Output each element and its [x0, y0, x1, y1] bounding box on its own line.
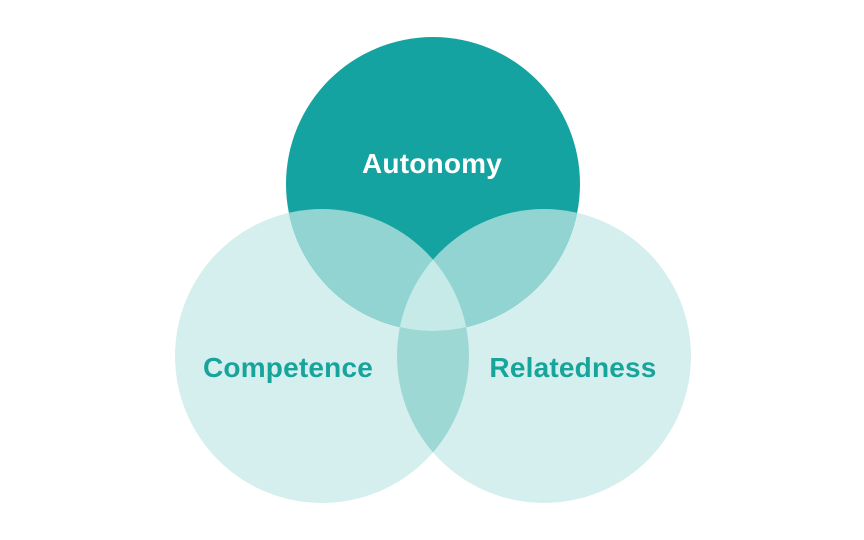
overlap-autonomy-relatedness: [397, 209, 580, 331]
overlap-autonomy-competence: [286, 209, 469, 331]
relatedness-label: Relatedness: [489, 352, 656, 383]
competence-label: Competence: [203, 352, 373, 383]
autonomy-label: Autonomy: [362, 148, 502, 179]
